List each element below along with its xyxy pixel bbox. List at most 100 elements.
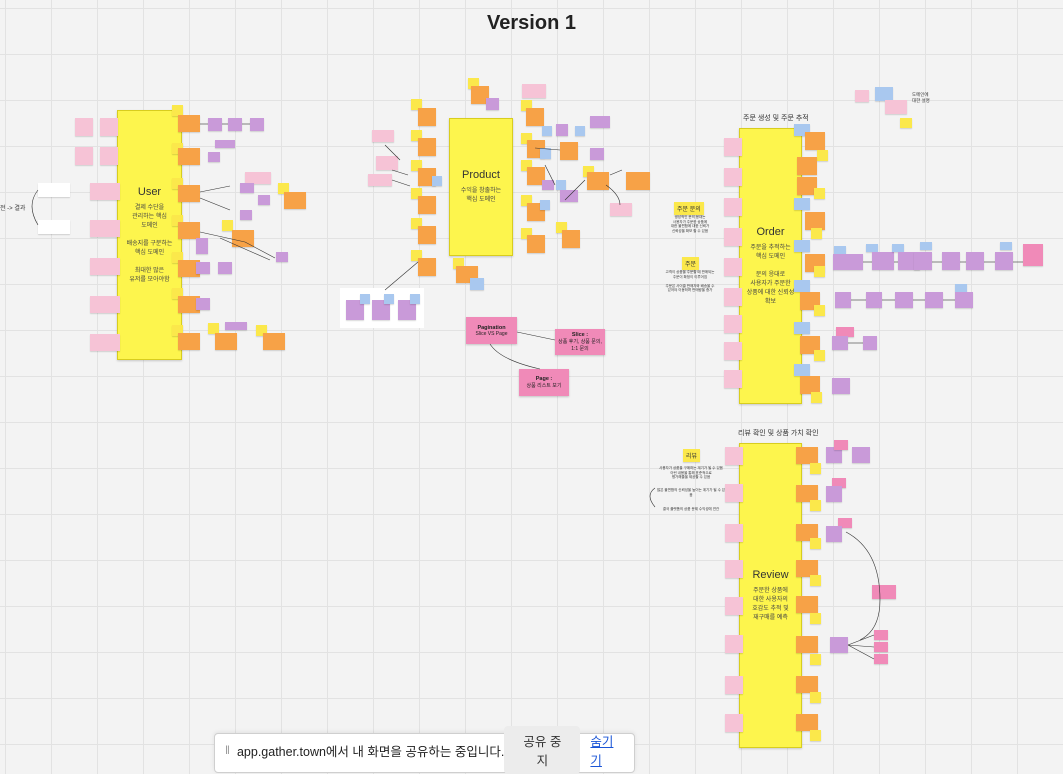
sticky-note[interactable] (1023, 244, 1043, 266)
sticky-note[interactable] (583, 166, 594, 177)
sticky-note[interactable] (826, 447, 842, 463)
sticky-note[interactable] (178, 222, 200, 239)
sticky-note[interactable] (966, 252, 984, 270)
sticky-note[interactable] (208, 323, 219, 334)
sticky-note[interactable] (556, 222, 567, 233)
sticky-note[interactable] (196, 298, 210, 310)
hide-link[interactable]: 숨기기 (590, 735, 614, 768)
sticky-note[interactable] (866, 292, 882, 308)
sticky-note[interactable] (418, 196, 436, 214)
sticky-note[interactable] (833, 254, 863, 270)
sticky-note[interactable] (218, 262, 232, 274)
sticky-note[interactable] (724, 370, 742, 388)
sticky-note[interactable] (796, 485, 818, 502)
sticky-note[interactable] (240, 183, 254, 193)
sticky-note[interactable] (811, 228, 822, 239)
sticky-note[interactable] (725, 635, 743, 653)
sticky-note[interactable] (411, 99, 422, 110)
sticky-note[interactable] (196, 238, 208, 254)
sticky-note[interactable] (885, 100, 907, 114)
sticky-note[interactable] (811, 392, 822, 403)
sticky-note[interactable] (832, 336, 848, 350)
sticky-note[interactable] (418, 108, 436, 126)
sticky-note[interactable] (874, 654, 888, 664)
sticky-note[interactable] (278, 183, 289, 194)
sticky-note[interactable] (90, 258, 120, 275)
sticky-note[interactable] (225, 322, 247, 330)
sticky-note[interactable] (178, 260, 200, 277)
sticky-note[interactable] (810, 613, 821, 624)
sticky-note[interactable] (797, 177, 817, 195)
sticky-note[interactable] (172, 325, 183, 336)
sticky-note[interactable] (796, 524, 818, 541)
sticky-note[interactable] (172, 105, 183, 116)
sticky-note[interactable] (178, 333, 200, 350)
sticky-note[interactable] (810, 730, 821, 741)
sticky-note[interactable] (810, 654, 821, 665)
sticky-note[interactable] (725, 484, 743, 502)
sticky-note[interactable] (542, 180, 554, 190)
sticky-note[interactable] (90, 183, 120, 200)
sticky-note[interactable] (725, 676, 743, 694)
sticky-note[interactable] (411, 188, 422, 199)
sticky-note[interactable] (794, 364, 810, 376)
sticky-note[interactable] (836, 327, 854, 337)
sticky-note[interactable] (560, 190, 578, 202)
sticky-note[interactable] (540, 148, 551, 159)
sticky-note[interactable] (590, 148, 604, 160)
sticky-note[interactable] (852, 447, 870, 463)
sticky-note[interactable] (521, 100, 532, 111)
sticky-note[interactable] (418, 168, 436, 186)
sticky-note[interactable] (411, 218, 422, 229)
sticky-note[interactable] (240, 210, 252, 220)
sticky-note[interactable] (100, 118, 118, 136)
user-domain-note[interactable]: User 결제 수단을 관리하는 핵심 도메인 배송지를 구분하는 핵심 도메인… (117, 110, 182, 360)
sticky-note[interactable] (724, 168, 742, 186)
sticky-note[interactable] (172, 215, 183, 226)
sticky-note[interactable] (724, 288, 742, 306)
sticky-note[interactable] (875, 87, 893, 101)
sticky-note[interactable] (196, 262, 210, 274)
sticky-note[interactable] (814, 350, 825, 361)
sticky-note[interactable] (521, 228, 532, 239)
sticky-note[interactable] (470, 278, 484, 290)
sticky-note[interactable] (796, 636, 818, 653)
sticky-note[interactable] (725, 560, 743, 578)
sticky-note[interactable] (587, 172, 609, 190)
sticky-note[interactable] (925, 292, 943, 308)
sticky-note[interactable] (575, 126, 585, 136)
sticky-note[interactable] (250, 118, 264, 131)
sticky-note[interactable] (626, 172, 650, 190)
sticky-note[interactable] (826, 486, 842, 502)
drag-handle-icon[interactable]: ‖ (225, 743, 230, 757)
sticky-note[interactable] (208, 152, 220, 162)
sticky-note[interactable] (521, 195, 532, 206)
sticky-note[interactable] (90, 220, 120, 237)
sticky-note[interactable] (432, 176, 442, 186)
sticky-note[interactable] (521, 160, 532, 171)
stop-sharing-button[interactable]: 공유 중지 (504, 726, 581, 774)
sticky-note[interactable] (453, 258, 464, 269)
sticky-note[interactable] (794, 240, 810, 252)
review-tag[interactable]: 리뷰 (683, 449, 701, 462)
sticky-note[interactable] (872, 585, 896, 599)
sticky-note[interactable] (172, 252, 183, 263)
sticky-note[interactable] (794, 198, 810, 210)
sticky-note[interactable] (368, 174, 392, 186)
sticky-note[interactable] (38, 183, 70, 197)
sticky-note[interactable] (796, 714, 818, 731)
pagination-card[interactable]: Pagination Slice VS Page (466, 317, 517, 344)
sticky-note[interactable] (794, 280, 810, 292)
sticky-note[interactable] (610, 203, 632, 216)
sticky-note[interactable] (263, 333, 285, 350)
sticky-note[interactable] (560, 142, 578, 160)
sticky-note[interactable] (800, 336, 820, 354)
sticky-note[interactable] (208, 118, 222, 131)
sticky-note[interactable] (892, 244, 904, 252)
sticky-note[interactable] (556, 124, 568, 136)
sticky-note[interactable] (814, 305, 825, 316)
sticky-note[interactable] (215, 140, 235, 148)
sticky-note[interactable] (471, 86, 489, 104)
sticky-note[interactable] (258, 195, 270, 205)
sticky-note[interactable] (526, 108, 544, 126)
